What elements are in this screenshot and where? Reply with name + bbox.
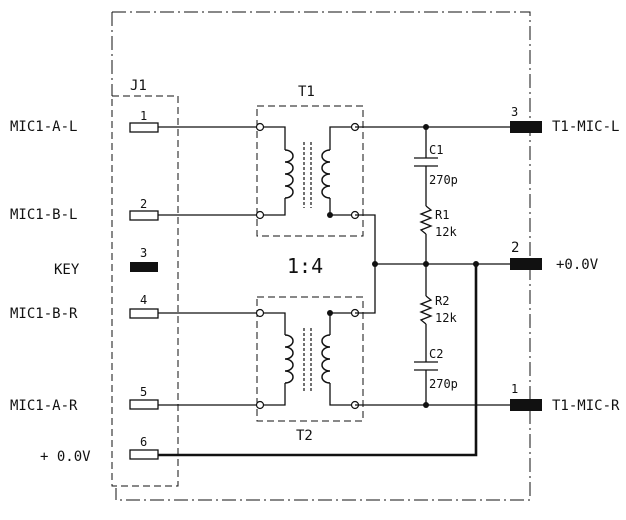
output-pin-2-number: 2 — [511, 240, 519, 256]
junction-c1-top — [423, 124, 429, 130]
pin-6-number: 6 — [140, 435, 147, 449]
output-pin-3-number: 3 — [511, 105, 518, 119]
r1-resistor — [419, 205, 433, 235]
r2-resistor — [419, 295, 433, 325]
c1-ref: C1 — [429, 143, 443, 157]
t2-label: T2 — [296, 428, 313, 444]
t2-secondary-top-lead — [329, 312, 355, 335]
pin-5-signal-label: MIC1-A-R — [10, 398, 78, 414]
output-pin-3-contact — [510, 121, 542, 133]
output-pin-3-label: T1-MIC-L — [552, 119, 619, 135]
t1-enclosure — [256, 105, 364, 237]
pin-2-signal-label: MIC1-B-L — [10, 207, 77, 223]
pin-1-number: 1 — [140, 109, 147, 123]
r1-ref: R1 — [435, 208, 449, 222]
output-pin-1-number: 1 — [511, 382, 518, 396]
t1-primary-bottom-lead — [260, 198, 286, 216]
t1-primary-top-lead — [260, 126, 286, 150]
pin-4-contact — [129, 308, 159, 319]
t1-secondary-top-lead — [329, 126, 355, 150]
t1-terminal-1 — [255, 122, 265, 132]
j1-label: J1 — [130, 78, 147, 94]
pin-6-signal-label: + 0.0V — [40, 449, 91, 465]
junction-c2-bottom — [423, 402, 429, 408]
t2-secondary-coil — [321, 334, 331, 384]
t2-secondary-bottom-lead — [329, 383, 355, 406]
r2-ref: R2 — [435, 294, 449, 308]
t2-primary-coil — [284, 334, 294, 384]
t2-enclosure — [256, 296, 364, 422]
pin-2-contact — [129, 210, 159, 221]
wire-pin6-ground — [158, 264, 478, 457]
pin-6-contact — [129, 449, 159, 460]
c1-value: 270p — [429, 173, 458, 187]
r1-value: 12k — [435, 225, 457, 239]
t1-terminal-2 — [255, 210, 265, 220]
junction-centre — [372, 261, 378, 267]
t2-terminal-2 — [255, 400, 265, 410]
output-pin-1-label: T1-MIC-R — [552, 398, 620, 414]
c2-value: 270p — [429, 377, 458, 391]
output-pin-2-label: +0.0V — [556, 257, 599, 273]
t2-terminal-1 — [255, 308, 265, 318]
pin-2-number: 2 — [140, 197, 147, 211]
pin-1-contact — [129, 122, 159, 133]
module-boundary — [112, 11, 531, 501]
t2-junction — [327, 310, 333, 316]
pin-3-signal-label: KEY — [54, 262, 80, 278]
output-pin-2-contact — [510, 258, 542, 270]
junction-r1-r2 — [423, 261, 429, 267]
pin-3-number: 3 — [140, 246, 147, 260]
t2-primary-top-lead — [260, 312, 286, 335]
pin-3-contact-key — [130, 262, 158, 272]
t1-secondary-bottom-lead — [329, 198, 355, 216]
j1-connector-boundary — [111, 95, 179, 487]
pin-5-number: 5 — [140, 385, 147, 399]
pin-4-signal-label: MIC1-B-R — [10, 306, 78, 322]
t1-primary-coil — [284, 149, 294, 199]
t1-junction — [327, 212, 333, 218]
pin-1-signal-label: MIC1-A-L — [10, 119, 77, 135]
output-pin-1-contact — [510, 399, 542, 411]
pin-5-contact — [129, 399, 159, 410]
transformer-ratio-label: 1:4 — [287, 254, 323, 278]
t1-label: T1 — [298, 84, 315, 100]
pin-4-number: 4 — [140, 293, 147, 307]
t2-primary-bottom-lead — [260, 383, 286, 406]
r2-value: 12k — [435, 311, 457, 325]
c2-ref: C2 — [429, 347, 443, 361]
junction-ground — [473, 261, 479, 267]
t1-secondary-coil — [321, 149, 331, 199]
